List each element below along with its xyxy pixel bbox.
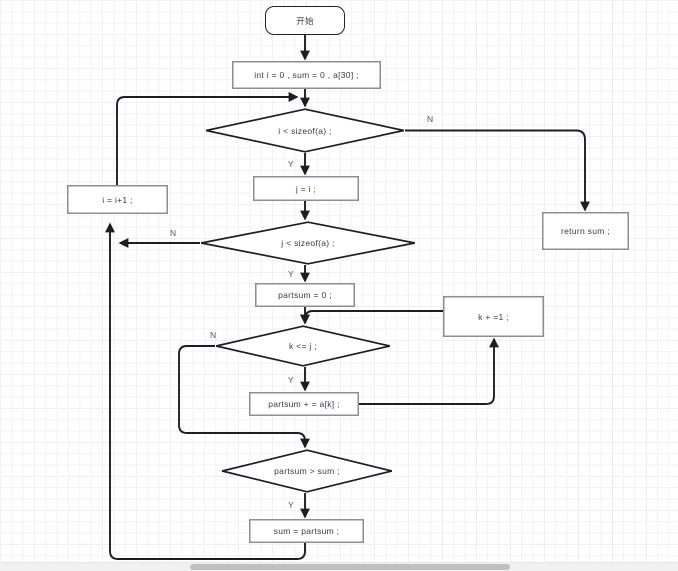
node-i-inc[interactable]: i = i+1 ; xyxy=(67,185,168,214)
node-assign-j-label: j = i ; xyxy=(295,183,317,194)
node-assign-j[interactable]: j = i ; xyxy=(253,176,359,201)
node-init[interactable]: int i = 0 , sum = 0 , a[30] ; xyxy=(232,61,381,89)
node-cond-j[interactable]: j < sizeof(a) ; xyxy=(200,221,416,265)
node-cond-k-label: k <= j ; xyxy=(289,341,317,351)
node-cond-i[interactable]: i < sizeof(a) ; xyxy=(205,108,405,153)
edge-label-cond-partsum-yes: Y xyxy=(288,500,294,510)
node-start[interactable]: 开始 xyxy=(265,6,345,35)
node-partsum-add[interactable]: partsum + = a[k] ; xyxy=(249,392,359,416)
node-cond-j-label: j < sizeof(a) ; xyxy=(281,238,335,248)
node-cond-k[interactable]: k <= j ; xyxy=(215,325,391,367)
edge-label-cond-k-no: N xyxy=(210,330,217,340)
edge-label-cond-k-yes: Y xyxy=(288,375,294,385)
node-partsum-zero[interactable]: partsum = 0 ; xyxy=(255,283,355,307)
node-k-inc[interactable]: k + =1 ; xyxy=(443,296,544,337)
node-cond-partsum-label: partsum > sum ; xyxy=(274,466,340,476)
node-return-sum-label: return sum ; xyxy=(561,226,610,236)
edge-label-cond-i-no: N xyxy=(427,114,434,124)
node-k-inc-label: k + =1 ; xyxy=(478,311,509,322)
cond-partsum-diamond-shape xyxy=(221,449,393,493)
node-sum-assign[interactable]: sum = partsum ; xyxy=(249,519,364,543)
cond-k-diamond-shape xyxy=(216,325,390,367)
edge-condi-no-to-return xyxy=(405,129,590,212)
node-cond-partsum[interactable]: partsum > sum ; xyxy=(221,449,393,493)
node-partsum-add-label: partsum + = a[k] ; xyxy=(268,399,340,409)
edge-label-cond-i-yes: Y xyxy=(288,159,294,169)
node-return-sum[interactable]: return sum ; xyxy=(542,212,629,250)
cond-i-diamond-shape xyxy=(206,108,404,153)
cond-j-diamond-shape xyxy=(201,221,415,265)
horizontal-scrollbar[interactable] xyxy=(0,562,678,571)
node-sum-assign-label: sum = partsum ; xyxy=(273,526,340,536)
node-init-label: int i = 0 , sum = 0 , a[30] ; xyxy=(254,70,359,80)
edge-label-cond-j-no: N xyxy=(170,228,177,238)
edge-label-cond-j-yes: Y xyxy=(288,269,294,279)
node-partsum-zero-label: partsum = 0 ; xyxy=(278,290,332,300)
node-i-inc-label: i = i+1 ; xyxy=(102,194,133,205)
node-start-label: 开始 xyxy=(296,15,314,26)
node-cond-i-label: i < sizeof(a) ; xyxy=(278,125,332,136)
horizontal-scrollbar-thumb[interactable] xyxy=(190,564,510,570)
edge-kinc-to-condk xyxy=(300,310,443,325)
